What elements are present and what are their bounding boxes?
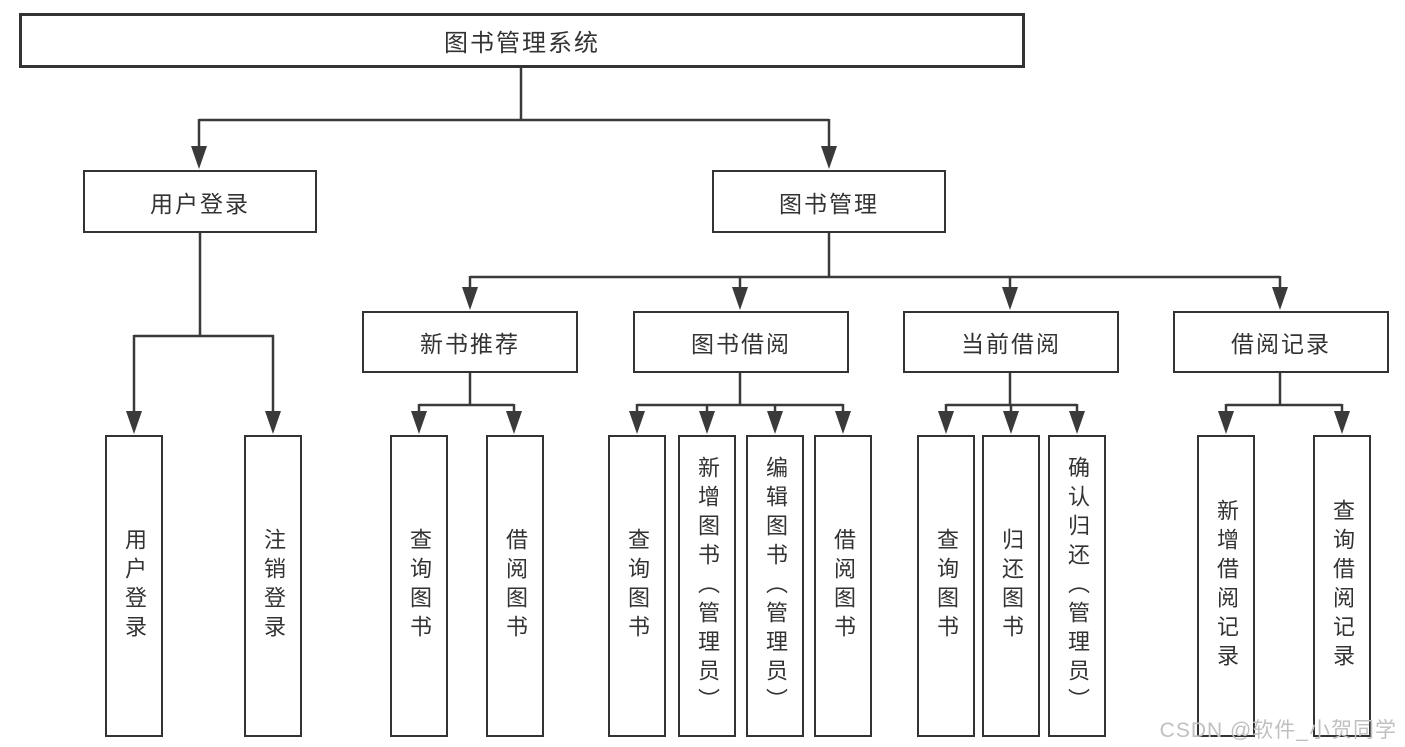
node-book-management: 图书管理: [712, 170, 946, 233]
node-current-borrowing: 当前借阅: [903, 311, 1119, 373]
node-book-borrowing: 图书借阅: [633, 311, 849, 373]
leaf-query-books-current: 查询图书: [917, 435, 975, 737]
leaf-confirm-return-admin: 确认归还（管理员）: [1048, 435, 1106, 737]
arrowheads: [126, 146, 1350, 434]
leaf-edit-books-admin: 编辑图书（管理员）: [746, 435, 804, 737]
leaf-borrow-books-recommend-label: 借阅图书: [503, 528, 528, 644]
leaf-return-books: 归还图书: [982, 435, 1040, 737]
leaf-query-books-borrowing: 查询图书: [608, 435, 666, 737]
leaf-user-login-label: 用户登录: [122, 528, 147, 644]
leaf-logout-label: 注销登录: [261, 528, 286, 644]
leaf-query-books-borrowing-label: 查询图书: [625, 528, 650, 644]
leaf-return-books-label: 归还图书: [999, 528, 1024, 644]
node-borrowing-records: 借阅记录: [1173, 311, 1389, 373]
leaf-query-borrow-record-label: 查询借阅记录: [1330, 499, 1355, 673]
node-user-login: 用户登录: [83, 170, 317, 233]
node-library-management-system: 图书管理系统: [19, 13, 1025, 68]
leaf-borrow-books: 借阅图书: [814, 435, 872, 737]
leaf-add-borrow-record: 新增借阅记录: [1197, 435, 1255, 737]
leaf-edit-books-admin-label: 编辑图书（管理员）: [763, 455, 788, 717]
leaf-query-books-recommend-label: 查询图书: [407, 528, 432, 644]
leaf-add-books-admin-label: 新增图书（管理员）: [695, 455, 720, 717]
watermark-csdn: CSDN @软件_小贺同学: [1159, 719, 1397, 742]
leaf-borrow-books-recommend: 借阅图书: [486, 435, 544, 737]
leaf-user-login: 用户登录: [105, 435, 163, 737]
leaf-query-books-recommend: 查询图书: [390, 435, 448, 737]
leaf-confirm-return-admin-label: 确认归还（管理员）: [1065, 455, 1090, 717]
leaf-add-borrow-record-label: 新增借阅记录: [1214, 499, 1239, 673]
leaf-query-borrow-record: 查询借阅记录: [1313, 435, 1371, 737]
leaf-add-books-admin: 新增图书（管理员）: [678, 435, 736, 737]
leaf-borrow-books-label: 借阅图书: [831, 528, 856, 644]
node-new-book-recommendation: 新书推荐: [362, 311, 578, 373]
leaf-query-books-current-label: 查询图书: [934, 528, 959, 644]
leaf-logout: 注销登录: [244, 435, 302, 737]
